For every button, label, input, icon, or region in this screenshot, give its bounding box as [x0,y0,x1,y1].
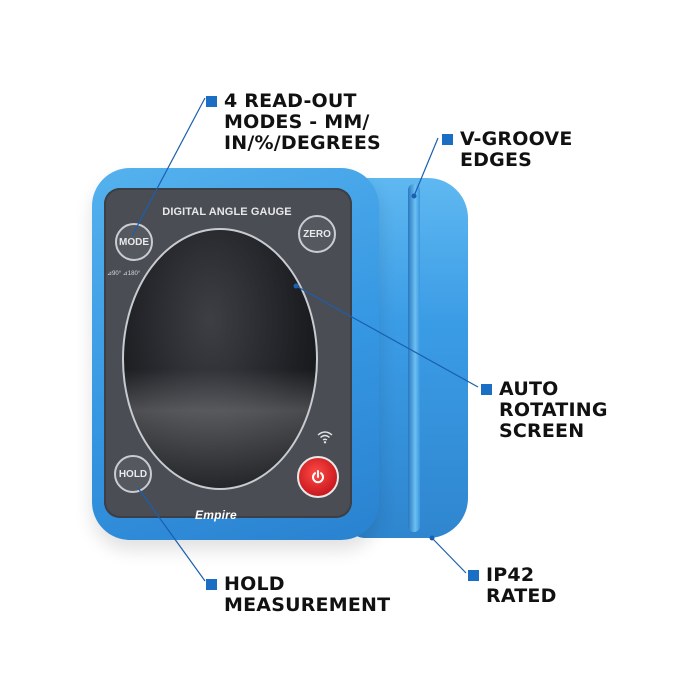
power-icon [312,470,324,484]
callout-v-groove: V-GROOVE EDGES [442,128,573,171]
callout-line: MODES - MM/ [224,111,370,133]
callout-line: IN/%/DEGREES [224,132,381,154]
callout-line: AUTO [499,378,559,400]
callout-line: ROTATING [499,399,608,421]
callout-bullet [468,570,479,581]
callout-hold-measurement: HOLD MEASUREMENT [206,573,391,616]
zero-button[interactable]: ZERO [298,215,336,253]
callout-bullet [206,579,217,590]
callout-line: MEASUREMENT [224,594,391,616]
callout-bullet [442,134,453,145]
callout-ip42-rated: IP42 RATED [468,564,557,607]
mode-button-label: MODE [119,236,149,248]
callout-bullet [481,384,492,395]
empire-logo: Empire [195,508,237,522]
hold-button-label: HOLD [118,468,148,480]
callout-line: SCREEN [499,420,585,442]
callout-bullet [206,96,217,107]
wireless-icon [317,431,333,444]
v-groove-edge [408,184,420,532]
angle-mode-marks: ⊿90° ⊿180° [107,271,141,277]
power-button[interactable] [297,456,339,498]
gauge-title: DIGITAL ANGLE GAUGE [162,206,292,218]
display-screen [122,228,318,490]
mode-button[interactable]: MODE [115,223,153,261]
callout-line: HOLD [224,573,285,595]
callout-line: V-GROOVE [460,128,573,150]
hold-button[interactable]: HOLD [114,455,152,493]
callout-auto-rotating: AUTO ROTATING SCREEN [481,378,608,442]
callout-line: EDGES [460,149,533,171]
callout-readout-modes: 4 READ-OUT MODES - MM/ IN/%/DEGREES [206,90,381,154]
callout-line: 4 READ-OUT [224,90,357,112]
zero-button-label: ZERO [303,228,331,240]
callout-line: RATED [486,585,557,607]
leader-ip42 [431,537,467,574]
callout-line: IP42 [486,564,535,586]
screen-glare [124,369,316,488]
